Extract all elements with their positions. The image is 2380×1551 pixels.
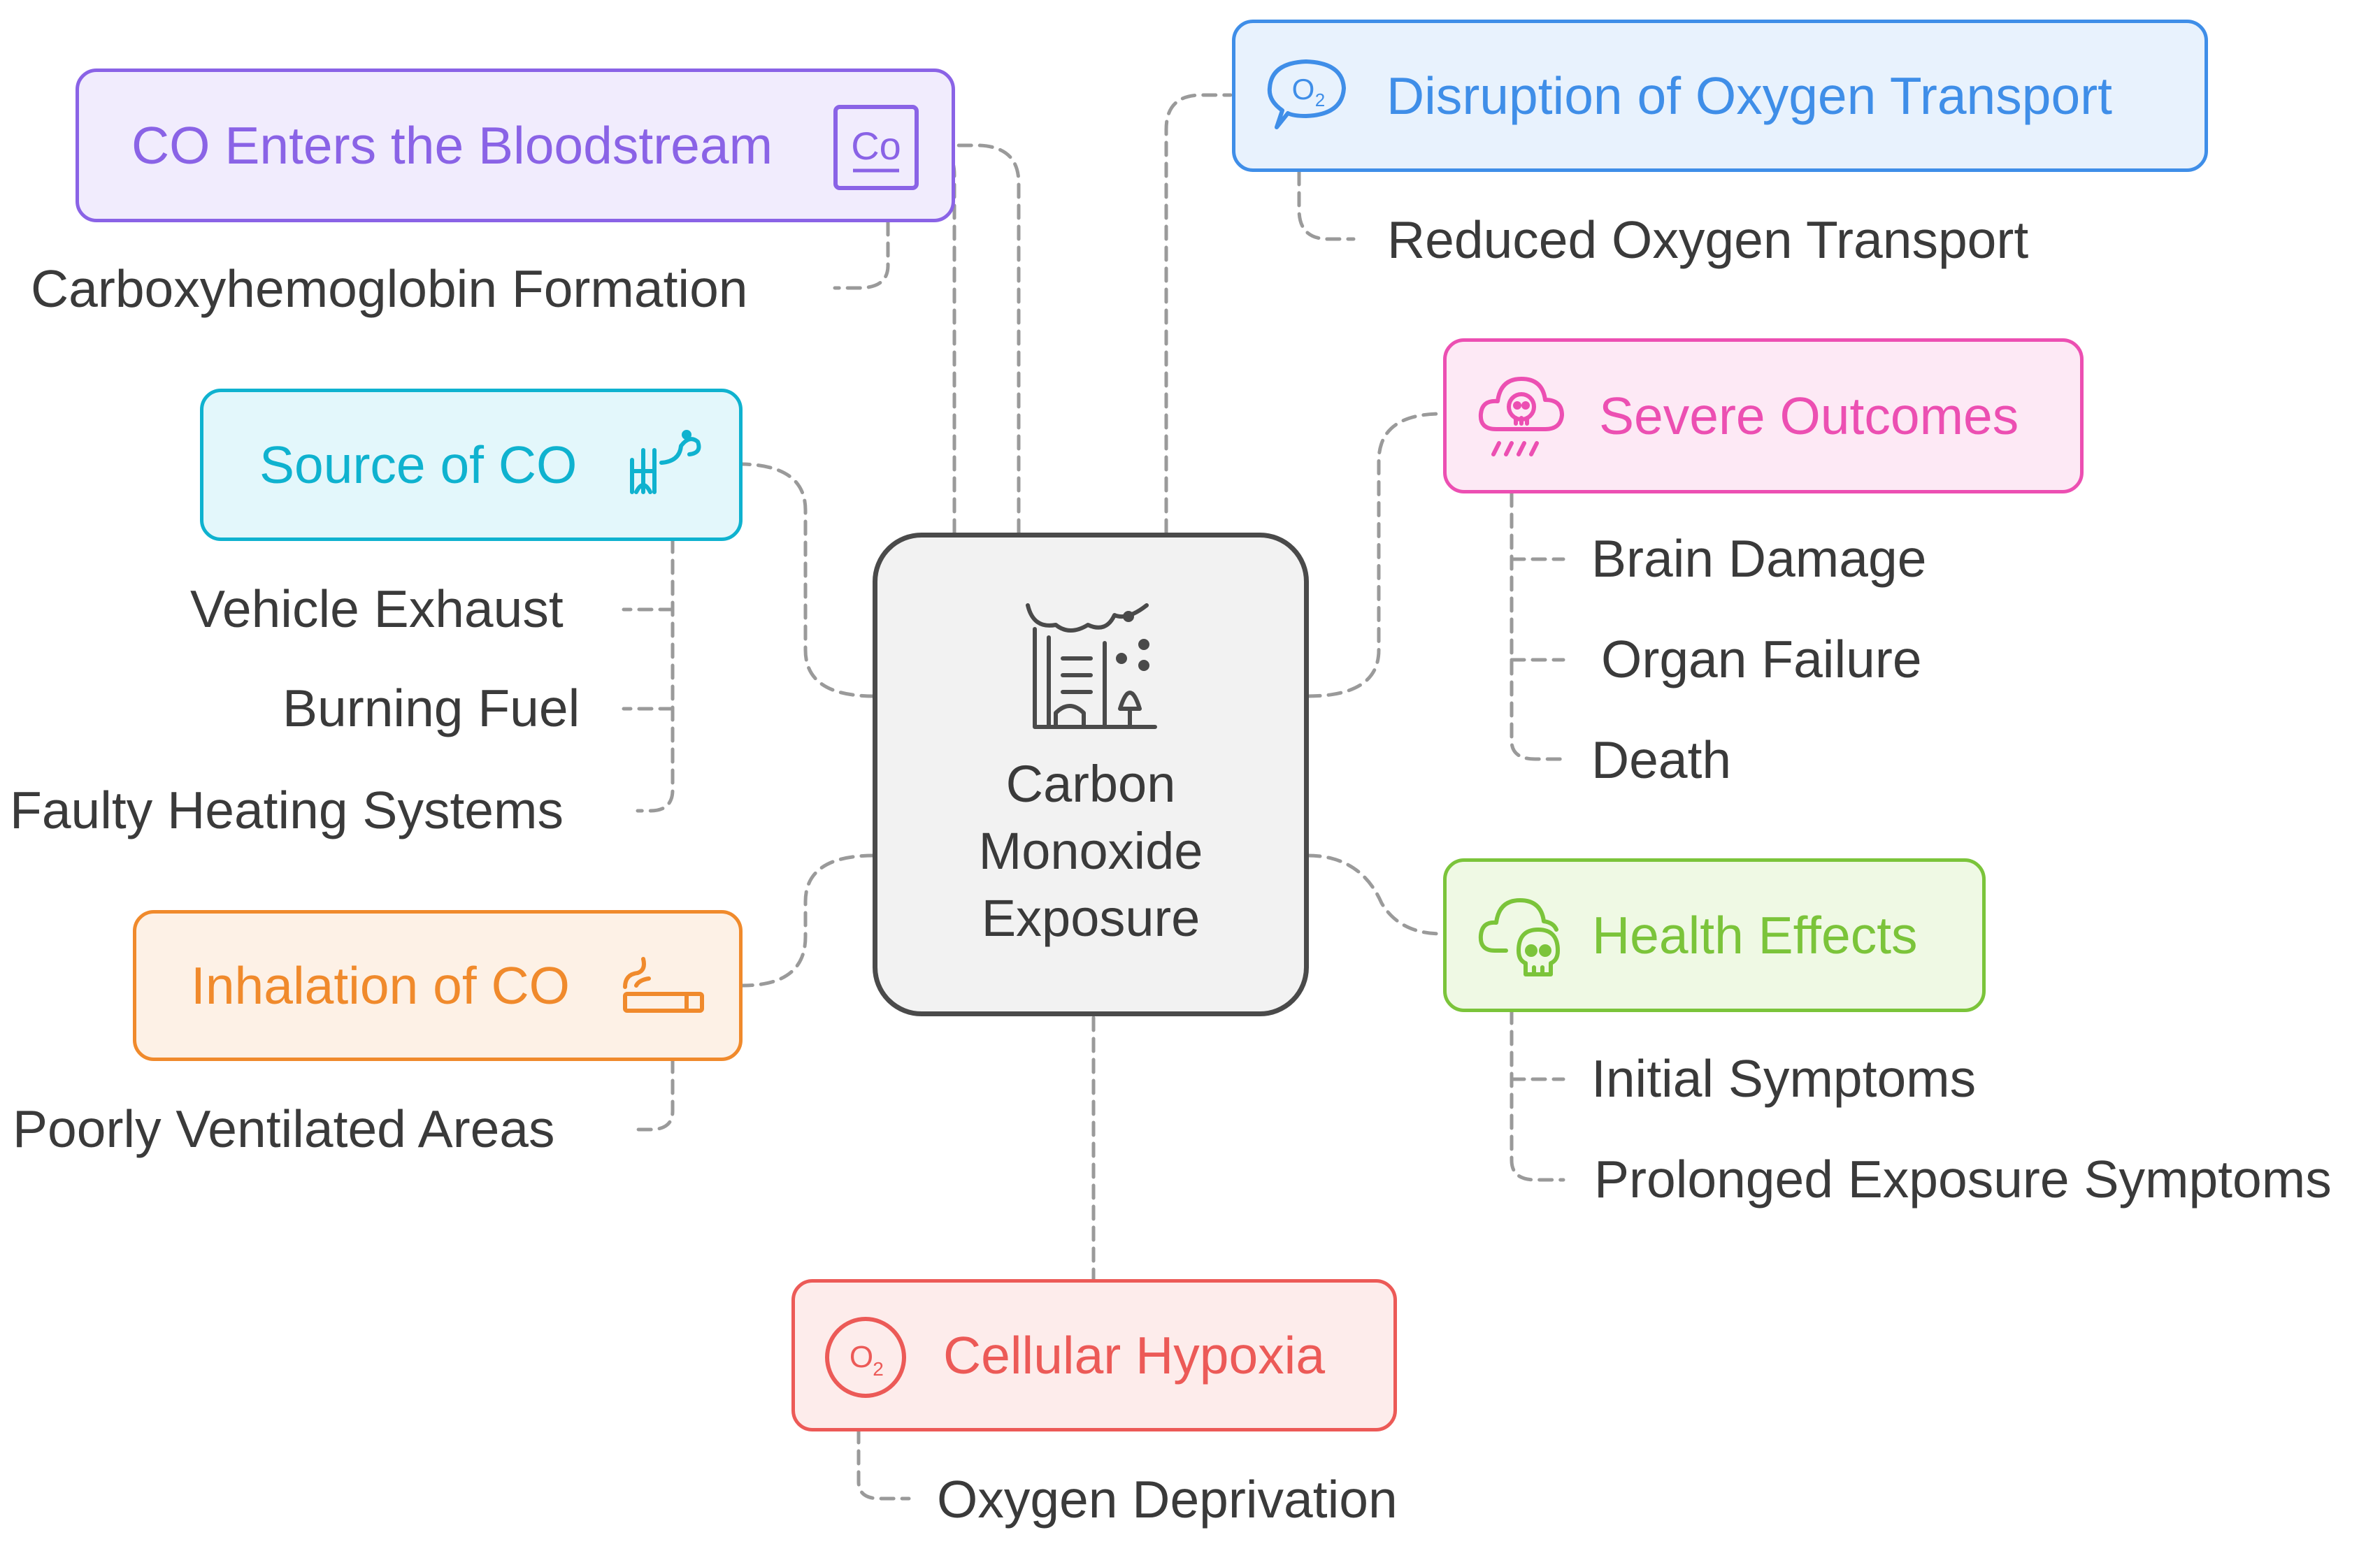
node-bloodstream: CO Enters the Bloodstream	[76, 68, 955, 222]
connector-center-disruption	[1164, 93, 1233, 535]
node-hypoxia: Cellular Hypoxia	[791, 1279, 1397, 1431]
leaf-burning-fuel: Burning Fuel	[282, 679, 580, 737]
connector-health-children	[1510, 1009, 1565, 1182]
connector-source-children	[636, 538, 675, 813]
leaf-brain-damage: Brain Damage	[1591, 529, 1927, 588]
node-inhalation-label: Inhalation of CO	[191, 956, 570, 1015]
leaf-vehicle-exhaust: Vehicle Exhaust	[190, 579, 564, 638]
connector-inhalation-child	[636, 1058, 675, 1132]
leaf-initial-symptoms: Initial Symptoms	[1591, 1049, 1977, 1108]
node-source: Source of CO	[200, 389, 743, 541]
svg-text:2: 2	[1315, 89, 1325, 110]
co-element-icon: Co	[833, 105, 919, 190]
cloud-skull-icon	[1478, 898, 1560, 976]
connector-hypoxia-child	[856, 1428, 911, 1501]
fire-hydrant-smoke-icon	[630, 430, 701, 494]
leaf-carboxyhemoglobin-formation: Carboxyhemoglobin Formation	[31, 259, 748, 318]
leaf-organ-failure: Organ Failure	[1601, 630, 1922, 688]
leaf-faulty-heating-systems: Faulty Heating Systems	[10, 781, 564, 839]
node-hypoxia-label: Cellular Hypoxia	[943, 1326, 1326, 1385]
connector-bloodstream-child	[833, 220, 890, 290]
oxygen-speech-bubble-icon: O 2	[1267, 59, 1346, 129]
central-topic-line-2: Monoxide	[978, 822, 1203, 880]
cigarette-icon	[623, 957, 704, 1013]
connectors	[622, 93, 1565, 1501]
node-severe: Severe Outcomes	[1443, 338, 2084, 493]
leaf-reduced-oxygen-transport: Reduced Oxygen Transport	[1387, 210, 2029, 269]
leaf-oxygen-deprivation: Oxygen Deprivation	[937, 1470, 1398, 1529]
svg-text:O: O	[850, 1340, 873, 1374]
connector-center-health	[1305, 853, 1444, 936]
node-bloodstream-label: CO Enters the Bloodstream	[131, 116, 773, 175]
leaf-prolonged-exposure-symptoms: Prolonged Exposure Symptoms	[1594, 1150, 2332, 1209]
node-source-label: Source of CO	[259, 435, 578, 494]
node-severe-label: Severe Outcomes	[1599, 387, 2019, 445]
connector-severe-children	[1510, 491, 1565, 761]
central-topic-box	[873, 533, 1309, 1016]
svg-text:Co: Co	[851, 124, 901, 168]
node-disruption: Disruption of Oxygen Transport	[1232, 20, 2208, 172]
central-topic-line-1: Carbon	[1005, 755, 1176, 813]
smokestack-factory-icon	[1026, 603, 1157, 729]
connector-center-inhalation	[740, 853, 876, 988]
svg-text:2: 2	[873, 1358, 884, 1380]
leaf-poorly-ventilated-areas: Poorly Ventilated Areas	[13, 1099, 555, 1158]
connector-center-bloodstream	[954, 143, 1021, 535]
node-inhalation: Inhalation of CO	[133, 910, 743, 1061]
node-health-label: Health Effects	[1592, 906, 1918, 965]
node-health: Health Effects	[1443, 858, 1986, 1012]
central-topic-line-3: Exposure	[981, 889, 1200, 947]
leaf-death: Death	[1591, 730, 1732, 789]
oxygen-circle-icon: O 2	[825, 1317, 906, 1398]
connector-disruption-child	[1297, 170, 1356, 241]
connector-center-source	[740, 462, 876, 698]
svg-text:O: O	[1292, 73, 1315, 106]
node-disruption-label: Disruption of Oxygen Transport	[1386, 66, 2112, 125]
central-topic-label: Carbon Monoxide Exposure	[873, 751, 1309, 952]
skull-cloud-rain-icon	[1478, 377, 1564, 456]
connector-center-severe	[1305, 412, 1444, 698]
